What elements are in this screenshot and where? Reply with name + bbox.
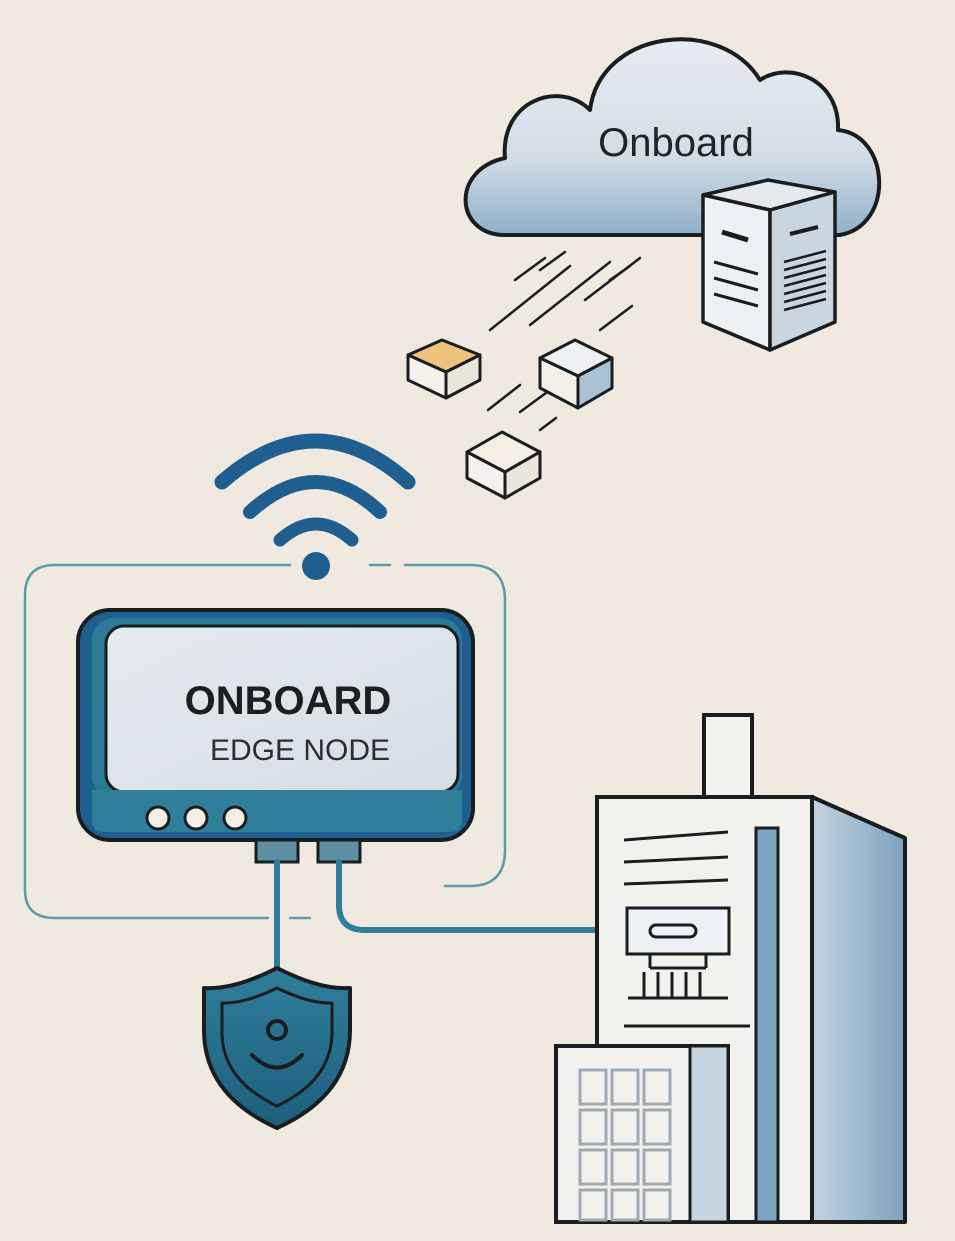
data-packet-icon	[538, 338, 614, 410]
data-stream	[486, 250, 642, 432]
edge-node-brand: ONBOARD	[185, 679, 392, 723]
data-packet-icon	[406, 338, 482, 400]
cloud-label: Onboard	[598, 121, 754, 165]
ethernet-port	[316, 838, 362, 864]
server-icon	[701, 178, 837, 352]
ethernet-port	[254, 838, 300, 864]
data-packet-icon	[465, 430, 542, 500]
indicator-light	[183, 805, 209, 831]
edge-router-icon: ONBOARD EDGE NODE	[76, 608, 475, 864]
building-icon	[554, 713, 907, 1224]
network-cable	[274, 859, 653, 975]
edge-network-boundary	[23, 563, 507, 920]
edge-node-subtitle: EDGE NODE	[210, 734, 390, 767]
wifi-icon	[214, 433, 416, 580]
shield-icon	[202, 966, 352, 1130]
indicator-light	[145, 805, 171, 831]
indicator-light	[222, 805, 248, 831]
